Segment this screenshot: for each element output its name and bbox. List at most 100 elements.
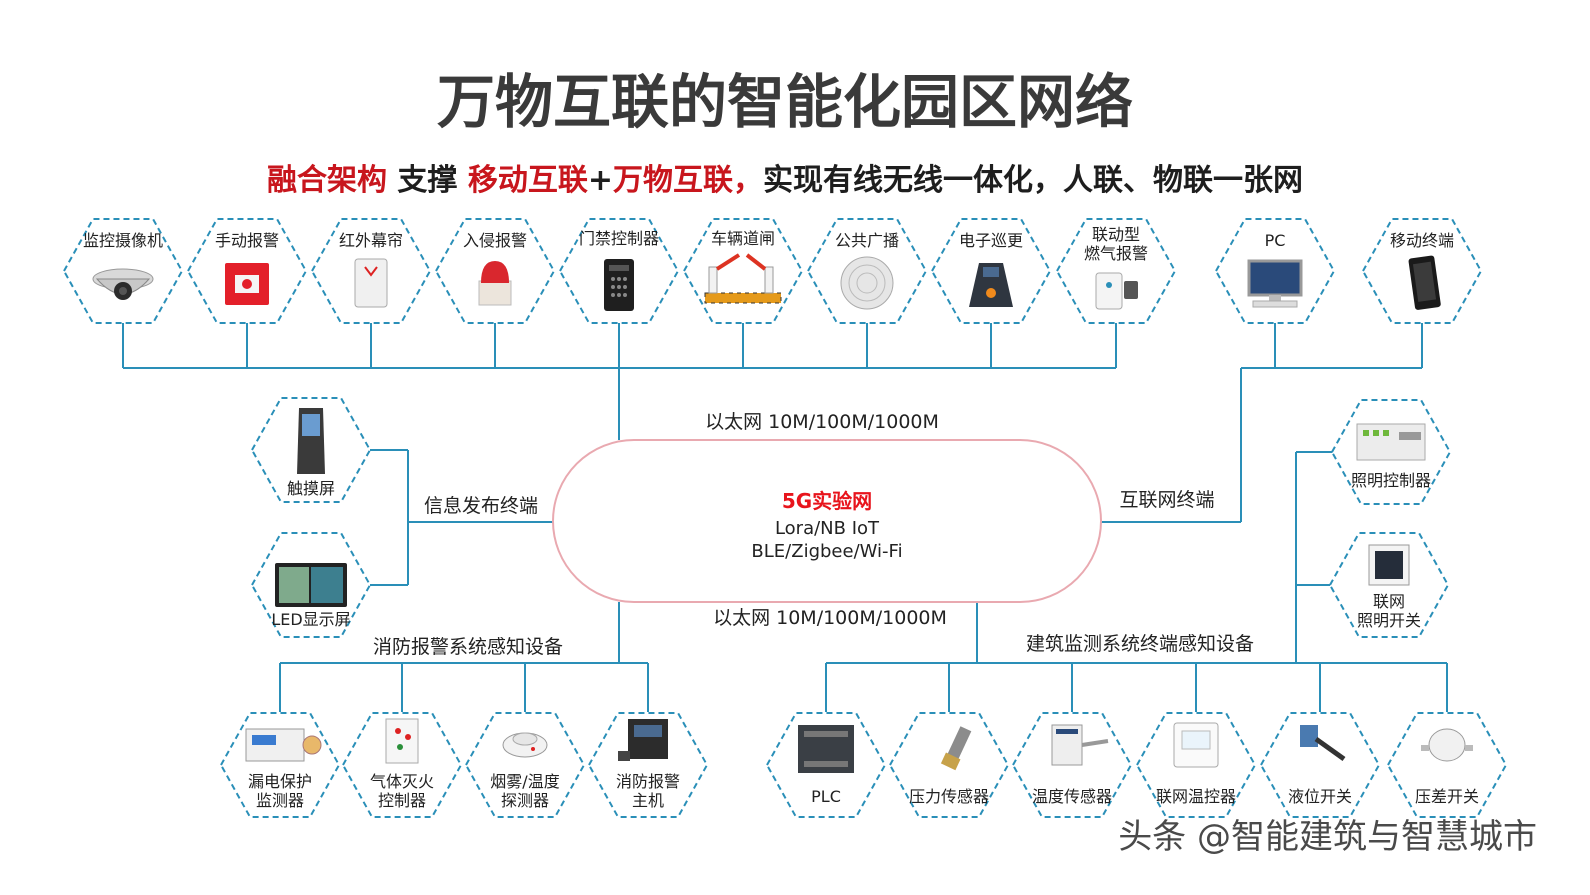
svg-text:联动型: 联动型: [1092, 225, 1140, 244]
info-terminal-label: 信息发布终端: [424, 495, 538, 517]
pc-icon: [1247, 259, 1303, 308]
svg-text:门禁控制器: 门禁控制器: [579, 229, 659, 248]
core-network-line2: BLE/Zigbee/Wi-Fi: [751, 541, 902, 562]
top-device-broadcast: 公共广播: [807, 218, 927, 324]
page-title: 万物互联的智能化园区网络: [437, 68, 1133, 136]
fire-host-icon: [618, 719, 668, 761]
alarm-button-icon: [225, 263, 269, 305]
mobile-phone-icon: [1408, 255, 1441, 310]
svg-text:照明开关: 照明开关: [1357, 611, 1421, 630]
fire-device-smoke: 烟雾/温度 探测器: [465, 712, 585, 818]
subtitle-part3: 移动互联: [468, 163, 588, 198]
svg-text:入侵报警: 入侵报警: [463, 231, 527, 250]
svg-text:探测器: 探测器: [501, 791, 549, 810]
core-network-title: 5G实验网: [782, 489, 872, 513]
ethernet-top-label: 以太网 10M/100M/1000M: [705, 411, 939, 433]
svg-text:PC: PC: [1265, 231, 1286, 250]
building-devices-label: 建筑监测系统终端感知设备: [1026, 633, 1254, 655]
top-device-patrol: 电子巡更: [931, 218, 1051, 324]
gas-alarm-icon: [1095, 272, 1138, 310]
top-device-access: 门禁控制器: [559, 218, 679, 324]
leakage-monitor-icon: [245, 728, 322, 762]
pressure-sensor-icon: [940, 726, 972, 771]
internet-terminal-label: 互联网终端: [1119, 489, 1214, 511]
building-device-level: 液位开关: [1260, 712, 1380, 818]
top-device-mobile: 移动终端: [1362, 218, 1482, 324]
building-device-temperature: 温度传感器: [1012, 712, 1132, 818]
svg-text:电子巡更: 电子巡更: [959, 231, 1023, 250]
svg-text:温度传感器: 温度传感器: [1032, 787, 1112, 806]
svg-text:烟雾/温度: 烟雾/温度: [490, 772, 559, 791]
svg-text:主机: 主机: [632, 791, 664, 810]
plc-icon: [798, 725, 854, 773]
svg-text:燃气报警: 燃气报警: [1084, 244, 1148, 263]
led-screen-icon: [275, 563, 347, 607]
svg-text:照明控制器: 照明控制器: [1351, 471, 1431, 490]
top-device-infrared: 红外幕帘: [311, 218, 431, 324]
left-device-led: LED显示屏: [251, 532, 371, 638]
svg-text:公共广播: 公共广播: [835, 231, 899, 250]
svg-text:监控摄像机: 监控摄像机: [83, 231, 163, 250]
subtitle-part6: 实现有线无线一体化，人联、物联一张网: [763, 163, 1303, 198]
svg-text:压差开关: 压差开关: [1415, 787, 1479, 806]
speaker-icon: [840, 256, 894, 310]
subtitle-part4: +: [588, 163, 613, 198]
svg-text:监测器: 监测器: [256, 791, 304, 810]
level-switch-icon: [1300, 725, 1346, 762]
svg-text:联网温控器: 联网温控器: [1156, 787, 1236, 806]
barrier-gate-icon: [704, 253, 782, 304]
top-device-manual-alarm: 手动报警: [187, 218, 307, 324]
svg-text:LED显示屏: LED显示屏: [271, 610, 350, 629]
siren-icon: [478, 261, 512, 306]
top-device-gas-alarm: 联动型 燃气报警: [1056, 218, 1176, 324]
svg-text:PLC: PLC: [811, 787, 841, 806]
svg-text:消防报警: 消防报警: [616, 772, 680, 791]
svg-text:移动终端: 移动终端: [1390, 231, 1454, 250]
page-subtitle: 融合架构 支撑 移动互联+万物互联，实现有线无线一体化，人联、物联一张网: [267, 163, 1303, 198]
light-switch-icon: [1368, 544, 1410, 586]
top-device-pc: PC: [1215, 218, 1335, 324]
camera-icon: [92, 268, 154, 300]
patrol-reader-icon: [969, 263, 1013, 307]
building-device-plc: PLC: [766, 712, 886, 818]
svg-text:触摸屏: 触摸屏: [287, 479, 335, 498]
smoke-detector-icon: [502, 732, 548, 758]
wires: [122, 322, 1448, 712]
svg-text:气体灭火: 气体灭火: [370, 772, 434, 791]
svg-text:漏电保护: 漏电保护: [248, 772, 312, 791]
building-device-pressure: 压力传感器: [889, 712, 1009, 818]
fire-device-host: 消防报警 主机: [588, 712, 708, 818]
left-device-touchscreen: 触摸屏: [251, 397, 371, 503]
svg-text:手动报警: 手动报警: [215, 231, 279, 250]
svg-text:控制器: 控制器: [378, 791, 426, 810]
lighting-controller-icon: [1356, 423, 1426, 461]
svg-text:联网: 联网: [1373, 592, 1405, 611]
infrared-sensor-icon: [354, 258, 388, 308]
core-network: 5G实验网 Lora/NB IoT BLE/Zigbee/Wi-Fi: [552, 439, 1102, 603]
subtitle-part5: 万物互联，: [613, 163, 763, 198]
svg-text:压力传感器: 压力传感器: [909, 787, 989, 806]
top-device-camera: 监控摄像机: [63, 218, 183, 324]
temperature-sensor-icon: [1051, 724, 1109, 766]
subtitle-part1: 融合架构: [267, 163, 387, 198]
building-device-thermostat: 联网温控器: [1136, 712, 1256, 818]
kiosk-icon: [297, 408, 325, 474]
top-device-barrier: 车辆道闸: [683, 218, 803, 324]
svg-text:红外幕帘: 红外幕帘: [339, 231, 403, 250]
svg-text:液位开关: 液位开关: [1288, 787, 1352, 806]
watermark: 头条 @智能建筑与智慧城市: [1118, 817, 1537, 857]
subtitle-part2: 支撑: [387, 163, 468, 198]
building-device-pressure-diff: 压差开关: [1387, 712, 1507, 818]
top-device-intrusion: 入侵报警: [435, 218, 555, 324]
gas-extinguisher-icon: [385, 718, 419, 764]
fire-device-leakage: 漏电保护 监测器: [220, 712, 340, 818]
keypad-icon: [604, 259, 634, 311]
ethernet-bottom-label: 以太网 10M/100M/1000M: [713, 607, 947, 629]
pressure-diff-switch-icon: [1421, 728, 1473, 762]
svg-text:车辆道闸: 车辆道闸: [711, 229, 775, 248]
core-network-line1: Lora/NB IoT: [775, 518, 880, 539]
right-device-lighting-controller: 照明控制器: [1331, 399, 1451, 505]
core-network-shape: [552, 439, 1102, 603]
thermostat-icon: [1173, 722, 1219, 768]
